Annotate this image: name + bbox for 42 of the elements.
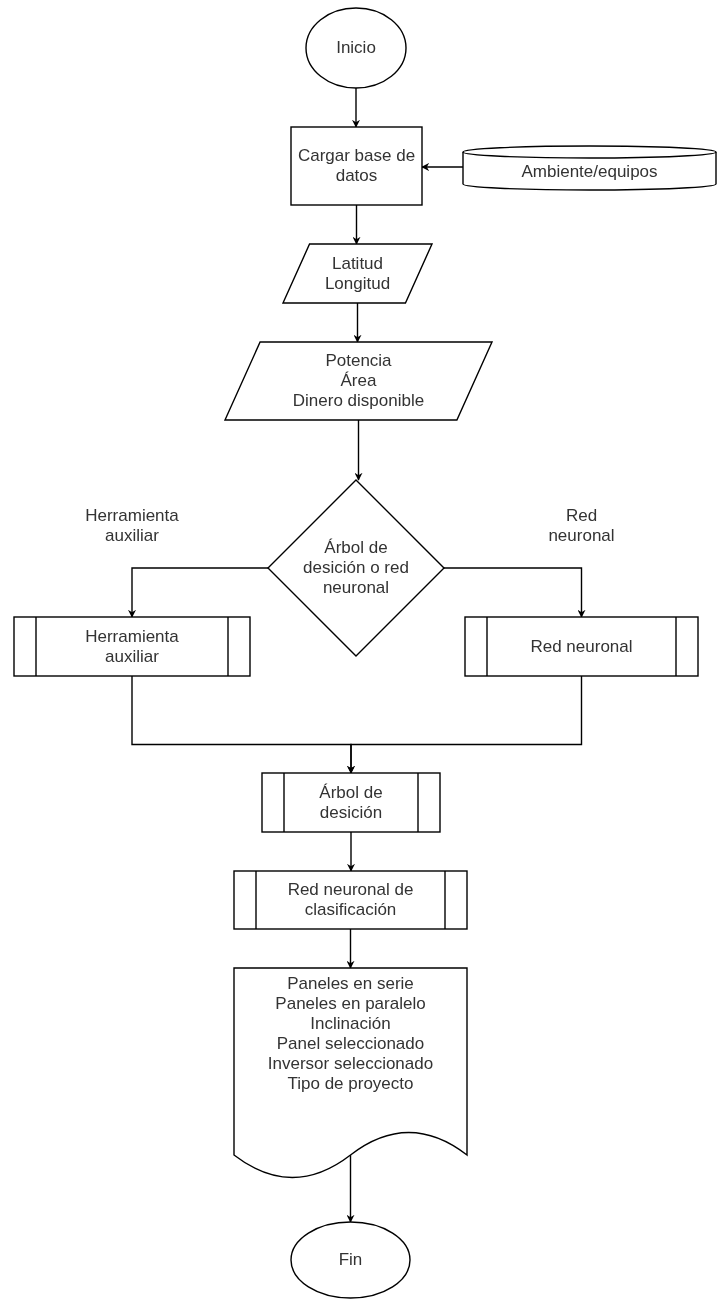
node-label: Dinero disponible <box>292 391 425 411</box>
node-label: Latitud <box>331 253 383 274</box>
node-label: Fin <box>338 1250 363 1270</box>
node-label: Red neuronal de clasificación <box>286 880 415 920</box>
node-label: Inicio <box>336 38 376 58</box>
arrow <box>347 831 355 872</box>
input-parallelogram <box>283 244 432 303</box>
arrow <box>128 567 269 618</box>
arrow <box>443 567 586 618</box>
process-box <box>291 127 422 205</box>
document-shape <box>234 968 467 1180</box>
arrow <box>352 204 361 245</box>
node-label: Inversor seleccionado <box>267 1054 434 1074</box>
terminal-ellipse <box>291 1222 410 1298</box>
node-label: Árbol de desición o red neuronal <box>302 538 410 598</box>
input-parallelogram <box>225 342 492 420</box>
subprocess-box <box>234 871 467 929</box>
node-label: Cargar base de datos <box>296 146 417 186</box>
node-label: Potencia <box>325 351 392 371</box>
subprocess-box <box>14 617 250 676</box>
database-cylinder <box>463 144 716 190</box>
arrow <box>347 675 583 774</box>
arrow <box>346 1154 355 1223</box>
node-label: Paneles en serie <box>287 974 414 994</box>
arrow <box>352 87 360 128</box>
node-label: Red neuronal <box>530 636 633 657</box>
node-label: Árbol de desición <box>318 782 384 823</box>
subprocess-box <box>465 617 698 676</box>
node-label: Herramienta auxiliar <box>84 626 180 667</box>
terminal-ellipse <box>306 8 406 88</box>
node-label: Tipo de proyecto <box>287 1074 414 1094</box>
node-label: Inclinación <box>310 1014 391 1034</box>
arrow <box>354 419 363 481</box>
node-label: Paneles en paralelo <box>275 994 426 1014</box>
subprocess-box <box>262 773 440 832</box>
node-label: Área <box>340 371 377 391</box>
decision-diamond <box>268 480 444 656</box>
node-label: Longitud <box>324 273 391 294</box>
node-label: Ambiente/equipos <box>521 162 658 182</box>
arrow <box>353 302 362 343</box>
node-label: Panel seleccionado <box>276 1034 425 1054</box>
arrow <box>346 928 355 969</box>
